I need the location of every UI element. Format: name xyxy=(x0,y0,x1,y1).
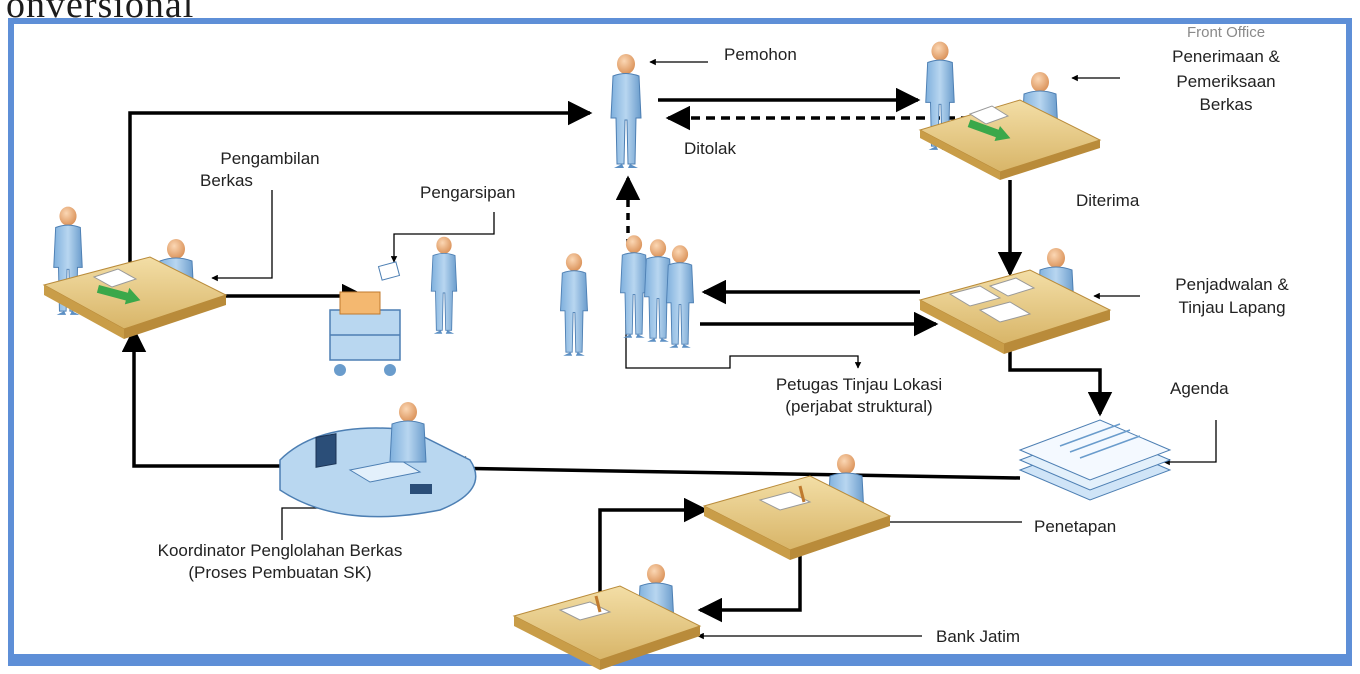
document-stack-icon xyxy=(1018,419,1172,501)
desk-icon xyxy=(702,453,892,560)
label-berkas: Berkas xyxy=(1199,95,1253,114)
label-penjadwalan: Penjadwalan & xyxy=(1175,275,1289,294)
label-petugas: Petugas Tinjau Lokasi xyxy=(775,375,943,394)
person-icon xyxy=(610,53,642,169)
label-pemohon: Pemohon xyxy=(724,45,797,64)
label-perjabat: (perjabat struktural) xyxy=(785,397,933,416)
label-penetapan: Penetapan xyxy=(1034,517,1117,536)
label-diterima: Diterima xyxy=(1076,191,1140,210)
label-pemeriksaan: Pemeriksaan xyxy=(1176,72,1276,91)
workstation-icon xyxy=(279,401,477,518)
label-pengambilan: Pengambilan xyxy=(220,149,320,168)
archive-cart-icon xyxy=(329,236,458,376)
label-bank-jatim: Bank Jatim xyxy=(936,627,1021,646)
desk-icon xyxy=(42,206,228,339)
label-proses-sk: (Proses Pembuatan SK) xyxy=(188,563,372,582)
label-front-office: Front Office xyxy=(1186,24,1266,41)
label-tinjau-lapang: Tinjau Lapang xyxy=(1178,298,1286,317)
desk-icon xyxy=(918,247,1112,354)
label-koordinator: Koordinator Penglolahan Berkas xyxy=(157,541,403,560)
label-agenda: Agenda xyxy=(1170,379,1229,398)
person-group-icon xyxy=(560,234,694,357)
annotation-lines xyxy=(211,58,1217,640)
desk-icon xyxy=(918,41,1102,180)
desk-icon xyxy=(512,563,702,670)
label-pengarsipan: Pengarsipan xyxy=(420,183,516,202)
label-ditolak: Ditolak xyxy=(684,139,736,158)
label-pengambilan-berkas: Berkas xyxy=(200,171,253,190)
connectors xyxy=(121,87,1113,623)
label-penerimaan: Penerimaan & xyxy=(1172,47,1280,66)
